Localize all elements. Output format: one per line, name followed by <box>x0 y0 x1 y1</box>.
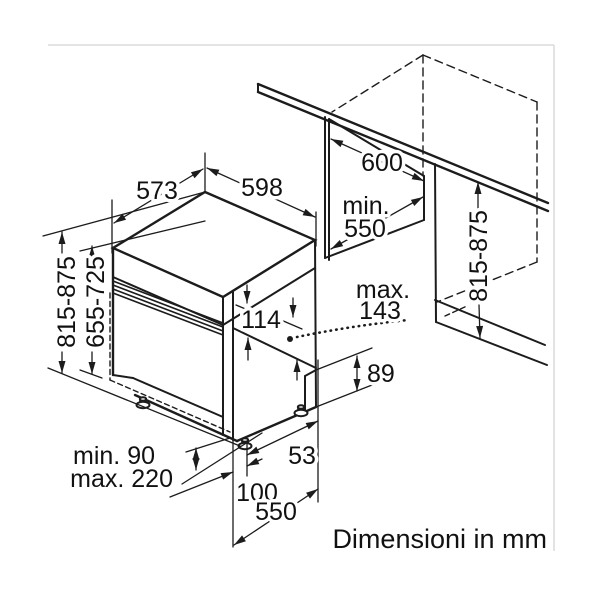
dimension-lines <box>58 138 484 546</box>
label-plinth-max: max. 220 <box>70 465 173 493</box>
label-panel-height: 114 <box>241 306 281 334</box>
label-height-left: 815-875 <box>53 256 81 348</box>
units-caption: Dimensioni in mm <box>332 524 547 554</box>
label-door-height: 655-725 <box>82 256 110 348</box>
label-body-depth: 550 <box>255 498 297 526</box>
foot-right <box>293 404 309 418</box>
label-top-width: 598 <box>241 174 283 202</box>
label-base-height: 89 <box>367 360 395 388</box>
pivot-point-leader <box>287 318 410 342</box>
dishwasher-body <box>109 190 318 443</box>
label-niche-depth: 600 <box>361 149 403 177</box>
label-niche-min-word: min. <box>342 192 389 220</box>
niche-dashed-outline <box>331 54 538 317</box>
label-niche-min-value: 550 <box>344 215 386 243</box>
label-plinth-min: min. 90 <box>73 442 155 470</box>
adjacent-cabinet-and-plinth <box>434 163 548 366</box>
label-foot-depth-offset: 100 <box>236 479 278 507</box>
countertop <box>256 82 550 213</box>
dimension-labels: 573 598 600 min. 550 max. 143 114 89 min… <box>50 146 497 530</box>
foot-left <box>135 396 151 410</box>
label-foot-side-offset: 53 <box>288 442 316 470</box>
label-top-depth: 573 <box>136 177 178 205</box>
label-height-right: 815-875 <box>465 210 493 302</box>
label-pivot-value: 143 <box>359 297 401 325</box>
label-pivot-word: max. <box>356 276 410 304</box>
page-frame <box>48 44 555 551</box>
